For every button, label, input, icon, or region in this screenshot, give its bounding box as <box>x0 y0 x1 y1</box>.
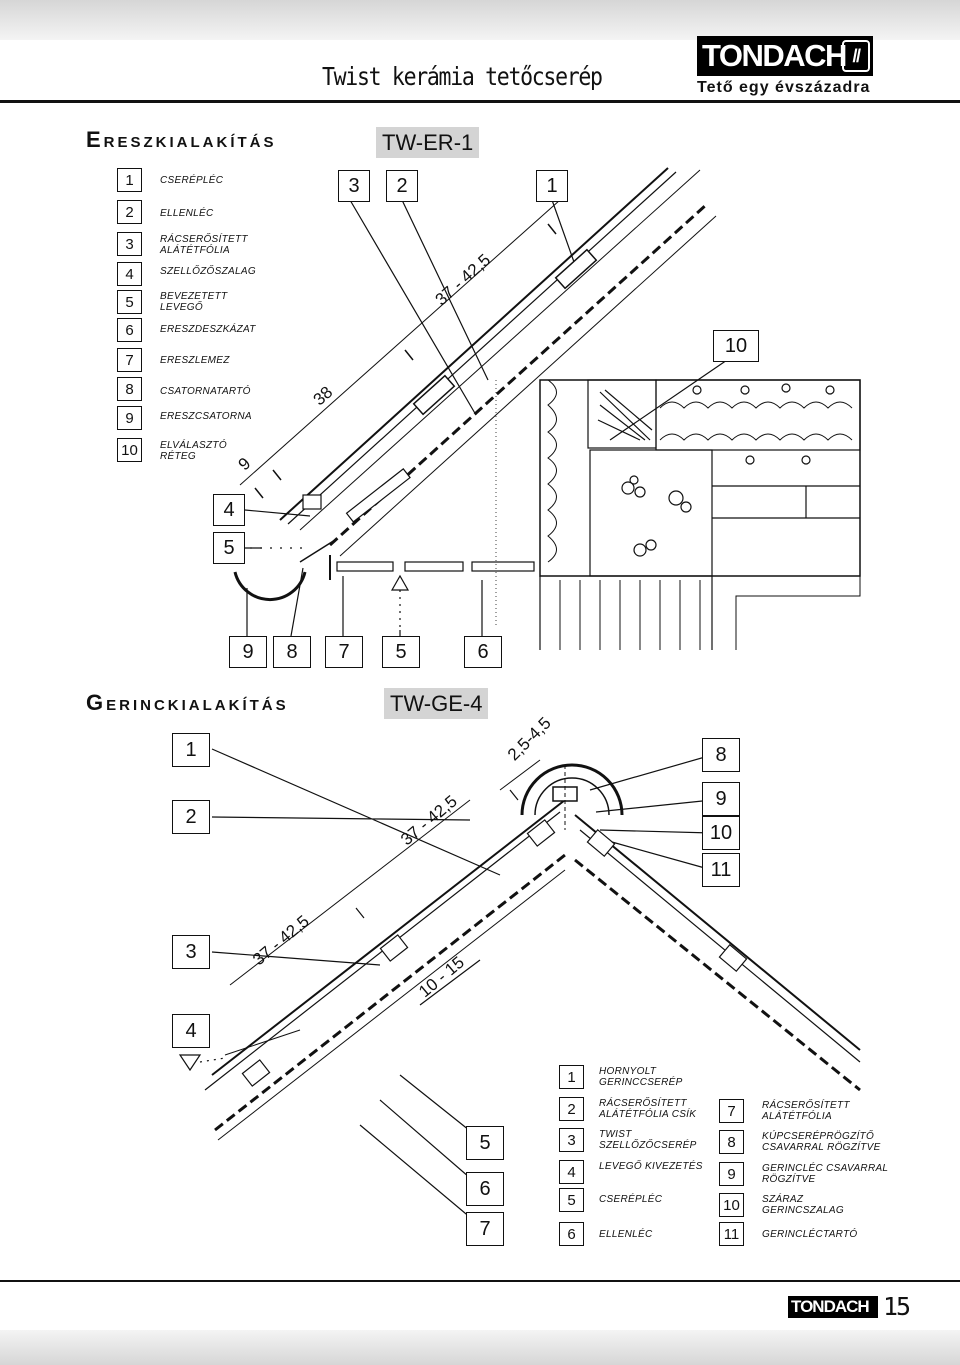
ridge-legend-num: 4 <box>559 1160 584 1184</box>
ridge-legend-text: LEVEGŐ KIVEZETÉS <box>599 1161 703 1172</box>
footer-rule <box>0 1280 960 1282</box>
bottom-gradient-bar <box>0 1330 960 1365</box>
eave-callout-top: 2 <box>386 170 418 202</box>
eave-legend-text: SZELLŐZŐSZALAG <box>160 266 256 277</box>
page-number: 15 <box>883 1292 911 1321</box>
eave-callout-top: 3 <box>338 170 370 202</box>
ridge-callout-left: 1 <box>172 733 210 767</box>
eave-legend-num: 4 <box>117 262 142 286</box>
eave-callout-bottom: 8 <box>273 636 311 668</box>
ridge-legend-num: 2 <box>559 1097 584 1121</box>
ridge-legend-num: 1 <box>559 1065 584 1089</box>
eave-legend-num: 7 <box>117 348 142 372</box>
ridge-legend-num: 3 <box>559 1128 584 1152</box>
ridge-legend-text: SZÁRAZ GERINCSZALAG <box>762 1194 844 1216</box>
eave-legend-num: 6 <box>117 318 142 342</box>
eave-callout-right: 10 <box>713 330 759 362</box>
ridge-legend-num: 10 <box>719 1193 744 1217</box>
ridge-callout-left: 2 <box>172 800 210 834</box>
eave-drawing <box>233 167 861 650</box>
ridge-callout-right: 10 <box>702 816 740 850</box>
ridge-callout-right: 11 <box>702 853 740 887</box>
ridge-legend-text: GERINCLÉCTARTÓ <box>762 1229 858 1240</box>
eave-callout-left: 4 <box>213 494 245 526</box>
eave-callout-bottom: 6 <box>464 636 502 668</box>
ridge-legend-num: 8 <box>719 1130 744 1154</box>
eave-callout-top: 1 <box>536 170 568 202</box>
ridge-legend-num: 11 <box>719 1222 744 1246</box>
eave-section-title: Ereszkialakítás <box>86 127 277 152</box>
eave-legend-text: ERESZCSATORNA <box>160 411 252 422</box>
eave-legend-num: 9 <box>117 406 142 430</box>
ridge-legend-text: ELLENLÉC <box>599 1229 653 1240</box>
ridge-callout-left: 4 <box>172 1014 210 1048</box>
ridge-legend-text: RÁCSERŐSÍTETT ALÁTÉTFÓLIA CSÍK <box>599 1098 697 1120</box>
eave-code: TW-ER-1 <box>376 127 480 158</box>
ridge-legend-text: CSERÉPLÉC <box>599 1194 663 1205</box>
eave-legend-text: CSERÉPLÉC <box>160 175 224 186</box>
eave-callout-left: 5 <box>213 532 245 564</box>
ridge-legend-num: 5 <box>559 1188 584 1212</box>
logo-mark-icon: // <box>842 40 870 72</box>
eave-callout-bottom: 7 <box>325 636 363 668</box>
ridge-callout-right: 9 <box>702 782 740 816</box>
eave-legend-text: ERESZDESZKÁZAT <box>160 324 256 335</box>
ridge-section-title: Gerinckialakítás <box>86 690 289 715</box>
logo-text: TONDACH <box>702 38 847 73</box>
ridge-callout-bottom: 7 <box>466 1212 504 1246</box>
ridge-legend-text: HORNYOLT GERINCCSERÉP <box>599 1066 683 1088</box>
ridge-legend-text: TWIST SZELLŐZŐCSERÉP <box>599 1129 697 1151</box>
ridge-legend-num: 6 <box>559 1222 584 1246</box>
tondach-logo: TONDACH// <box>697 36 873 76</box>
ridge-legend-text: KÚPCSERÉPRÖGZÍTŐ CSAVARRAL RÖGZÍTVE <box>762 1131 881 1153</box>
eave-legend-text: CSATORNATARTÓ <box>160 386 251 397</box>
eave-legend-num: 1 <box>117 168 142 192</box>
ridge-callout-right: 8 <box>702 738 740 772</box>
ridge-legend-num: 9 <box>719 1162 744 1186</box>
page-title: Twist kerámia tetőcserép <box>322 62 603 91</box>
ridge-legend-text: GERINCLÉC CSAVARRAL RÖGZÍTVE <box>762 1163 889 1185</box>
ridge-legend-text: RÁCSERŐSÍTETT ALÁTÉTFÓLIA <box>762 1100 850 1122</box>
footer-logo: TONDACH <box>788 1296 878 1318</box>
eave-legend-num: 2 <box>117 200 142 224</box>
eave-legend-num: 3 <box>117 232 142 256</box>
eave-legend-num: 5 <box>117 290 142 314</box>
eave-legend-text: ELLENLÉC <box>160 208 214 219</box>
eave-callout-bottom: 5 <box>382 636 420 668</box>
eave-legend-num: 10 <box>117 438 142 462</box>
ridge-callout-bottom: 6 <box>466 1172 504 1206</box>
ridge-callout-left: 3 <box>172 935 210 969</box>
eave-callout-bottom: 9 <box>229 636 267 668</box>
ridge-code: TW-GE-4 <box>384 688 489 719</box>
eave-legend-num: 8 <box>117 377 142 401</box>
header-rule <box>0 100 960 103</box>
ridge-drawing <box>178 748 861 1230</box>
eave-legend-text: BEVEZETETT LEVEGŐ <box>160 291 228 313</box>
ridge-callout-bottom: 5 <box>466 1126 504 1160</box>
slogan: Tető egy évszázadra <box>697 79 871 96</box>
top-gradient-bar <box>0 0 960 40</box>
eave-legend-text: ELVÁLASZTÓ RÉTEG <box>160 440 227 462</box>
eave-legend-text: RÁCSERŐSÍTETT ALÁTÉTFÓLIA <box>160 234 248 256</box>
ridge-legend-num: 7 <box>719 1099 744 1123</box>
eave-legend-text: ERESZLEMEZ <box>160 355 230 366</box>
footer-logo-text: TONDACH <box>791 1297 870 1316</box>
